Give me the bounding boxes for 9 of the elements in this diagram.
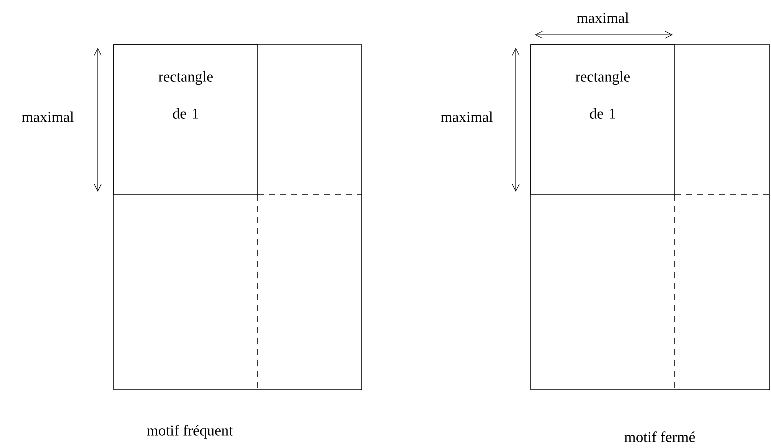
node-label: motif fréquent — [147, 425, 234, 439]
node-label: motif fermé — [624, 432, 696, 442]
dimension-label: maximal — [22, 112, 74, 122]
dimension-label: maximal — [441, 112, 493, 122]
rectangle-box: rectangle de 1 — [530, 44, 676, 196]
matrix-box — [114, 44, 362, 390]
dimension-label: maximal — [577, 12, 629, 24]
rectangle-box: rectangle de 1 — [114, 44, 258, 196]
matrix-box — [530, 44, 770, 390]
